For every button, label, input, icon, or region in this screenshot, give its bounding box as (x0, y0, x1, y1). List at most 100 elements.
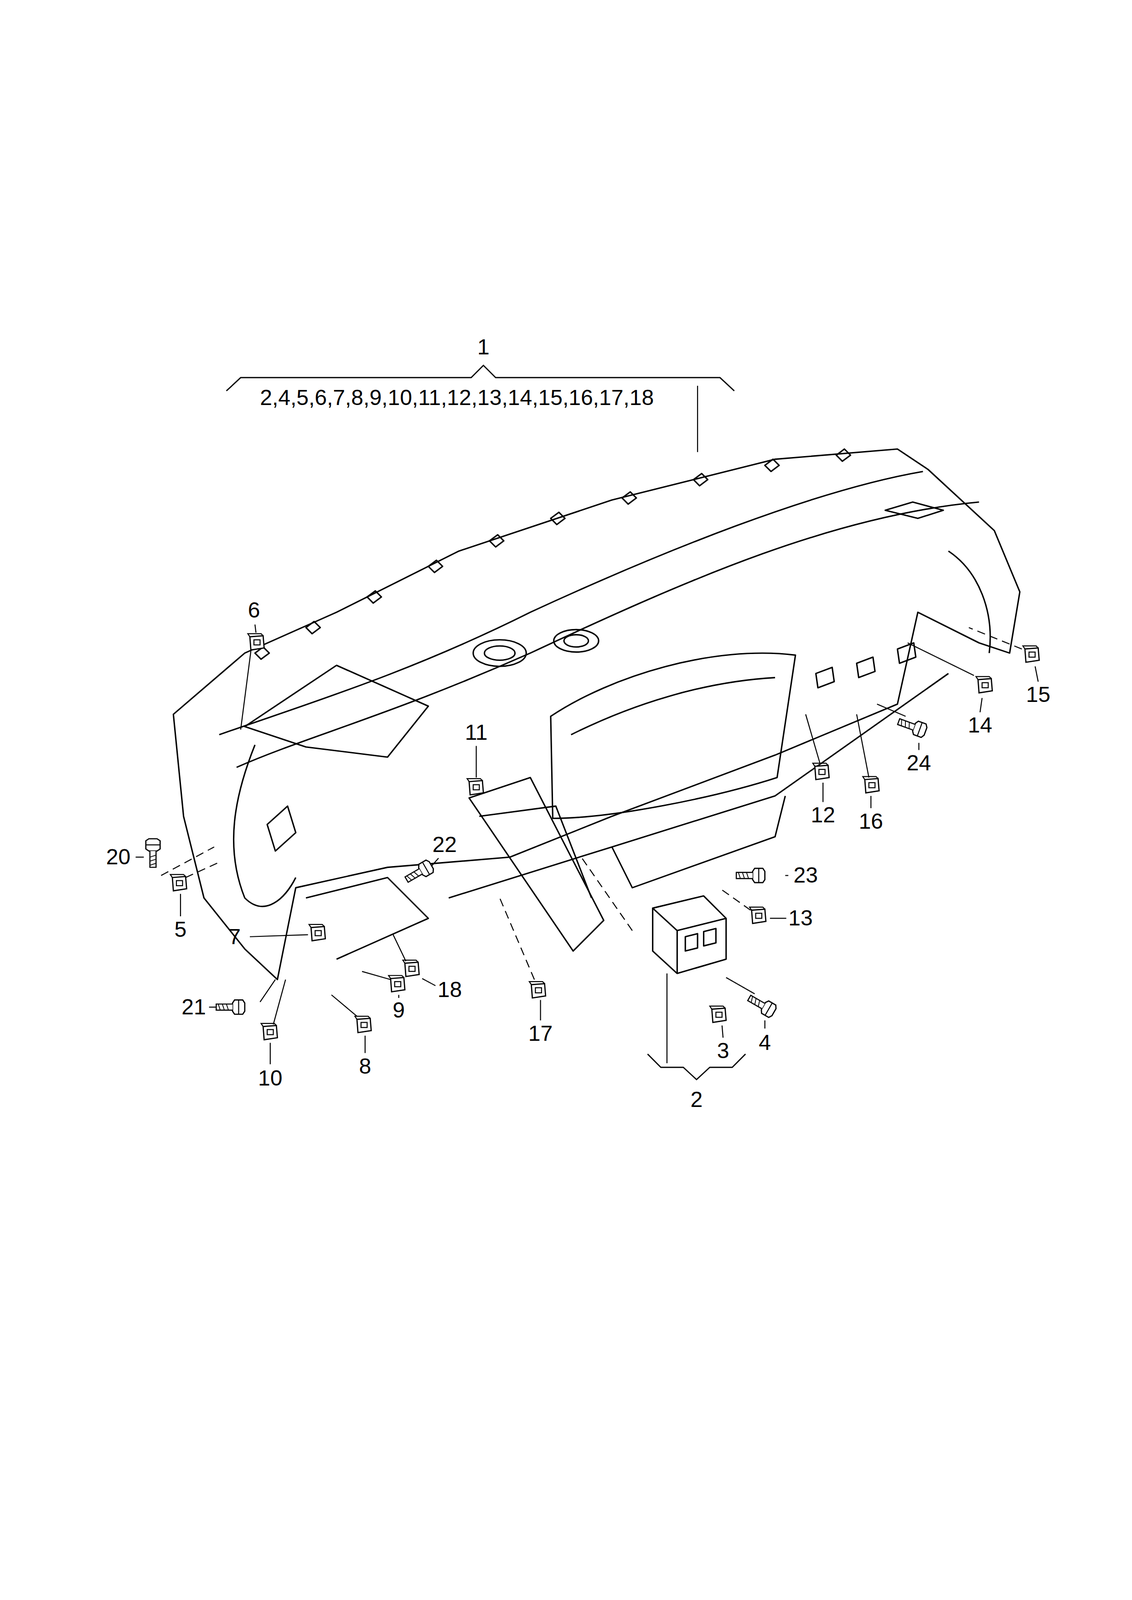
illustration-line (422, 977, 436, 986)
illustration-line (805, 713, 820, 763)
illustration-line (216, 999, 245, 1014)
callout-number: 9 (390, 997, 407, 1022)
illustration-line (553, 629, 599, 652)
callout-number: 17 (526, 1021, 555, 1045)
illustration-line (233, 744, 296, 906)
illustration-line (918, 742, 920, 750)
callout-number: 5 (172, 917, 189, 941)
illustration-line (770, 917, 787, 919)
illustration-line (403, 959, 420, 977)
illustration-line (273, 979, 286, 1024)
illustration-line (611, 795, 786, 888)
illustration-line (236, 501, 979, 768)
callout-number: 7 (226, 924, 243, 949)
callout-number: 11 (463, 720, 490, 745)
illustration-line (160, 627, 1022, 980)
callout-number: 4 (756, 1030, 773, 1055)
illustration-line (135, 856, 145, 858)
illustration-line (484, 645, 516, 660)
illustration-line (581, 856, 633, 931)
illustration-line (261, 1023, 278, 1040)
illustration-line (749, 906, 766, 924)
illustration-line (666, 972, 668, 1063)
illustration-line (1034, 666, 1039, 682)
illustration-line (145, 838, 161, 868)
illustration-line (745, 991, 778, 1018)
illustration-line (467, 778, 484, 795)
illustration-line (862, 776, 879, 793)
illustration-line (403, 858, 435, 886)
illustration-line (448, 673, 949, 898)
callout-number: 13 (786, 905, 815, 930)
callout-number: 24 (904, 750, 933, 775)
illustration-line (173, 448, 1020, 979)
illustration-line (226, 365, 746, 1080)
illustration-line (745, 991, 778, 1018)
illustration-line (563, 634, 589, 647)
illustration-line (736, 868, 766, 883)
illustration-line (269, 1042, 271, 1064)
illustration-line (856, 713, 869, 778)
illustration-line (248, 633, 265, 650)
illustration-line (499, 897, 535, 980)
illustration-line (473, 639, 527, 667)
illustration-line (479, 805, 592, 898)
illustration-line (647, 1053, 746, 1080)
illustration-line (550, 652, 796, 818)
illustration-line (469, 777, 604, 951)
illustration-line (145, 838, 161, 868)
illustration-line (135, 385, 1039, 1065)
callout-number: 3 (715, 1038, 732, 1063)
callout-number: 20 (104, 844, 133, 869)
illustration-line (948, 550, 991, 653)
illustration-line (392, 933, 406, 961)
callout-number: 1 (475, 335, 492, 359)
illustration-line (976, 676, 993, 693)
illustration-line (907, 642, 974, 676)
callout-number: 2 (688, 1087, 705, 1112)
illustration-line (398, 994, 400, 998)
illustration-line (885, 501, 944, 519)
illustration-line (980, 697, 983, 712)
illustration-line (403, 858, 435, 886)
callout-number: 21 (179, 994, 208, 1019)
illustration-line (180, 893, 181, 916)
illustration-line (388, 975, 405, 992)
illustration-line (1023, 645, 1040, 662)
illustration-line (896, 714, 929, 738)
illustration-line (309, 924, 326, 941)
illustration-line (259, 979, 276, 1002)
illustration-line (185, 861, 220, 878)
illustration-line (244, 665, 429, 757)
illustration-line (652, 907, 727, 973)
callout-number: 6 (246, 598, 263, 622)
illustration-line (249, 934, 309, 936)
illustration-line (896, 714, 929, 738)
illustration-line (331, 994, 357, 1016)
illustration-line (539, 999, 541, 1020)
illustration-line (361, 971, 391, 980)
illustration-line (475, 745, 477, 777)
illustration-line (709, 1005, 727, 1023)
illustration-line (697, 385, 698, 452)
callout-number: 15 (1023, 682, 1052, 707)
illustration-line (822, 782, 824, 802)
illustration-line (816, 642, 916, 688)
illustration-line (267, 805, 296, 851)
illustration-line (219, 471, 923, 735)
illustration-line (685, 928, 716, 951)
illustration-line (718, 887, 751, 910)
illustration-line (160, 846, 214, 876)
illustration-line (968, 627, 1022, 649)
illustration-line (240, 650, 251, 729)
callout-number: 14 (966, 713, 994, 737)
illustration-line (785, 874, 789, 876)
callout-number: 10 (256, 1065, 285, 1090)
callout-number: 16 (857, 809, 885, 833)
illustration-line (877, 703, 906, 717)
part-list: 2,4,5,6,7,8,9,10,11,12,13,14,15,16,17,18 (258, 385, 656, 410)
illustration-line (764, 1019, 766, 1029)
illustration-line (216, 999, 245, 1014)
callout-number: 12 (809, 802, 838, 827)
